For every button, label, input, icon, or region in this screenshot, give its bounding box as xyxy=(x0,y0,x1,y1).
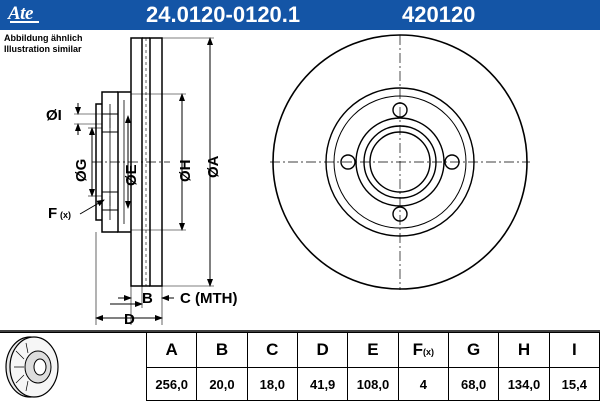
label-H: ØH xyxy=(177,160,194,183)
spec-value-E: 108,0 xyxy=(347,367,399,401)
bolt-hole-left xyxy=(340,154,356,170)
illustration-note-en: Illustration similar xyxy=(4,44,82,54)
center-bore-inner xyxy=(369,131,431,193)
disc-front-view xyxy=(272,34,528,290)
brand-logo: Ate xyxy=(8,3,39,24)
hub-circle xyxy=(355,117,445,207)
spec-value-B: 20,0 xyxy=(196,367,248,401)
label-A: ØA xyxy=(205,155,222,178)
spec-value-A: 256,0 xyxy=(145,367,198,401)
spec-header-row: A B C D E F(x) G H I xyxy=(145,332,600,368)
label-F-suffix: (x) xyxy=(60,210,71,220)
spec-header-H: H xyxy=(498,332,550,368)
disc-thumbnail xyxy=(0,332,146,400)
label-B: B xyxy=(142,290,153,307)
spec-header-I: I xyxy=(548,332,600,368)
spec-header-F-suffix: (x) xyxy=(423,347,434,357)
spec-value-C: 18,0 xyxy=(246,367,298,401)
label-G: ØG xyxy=(73,159,90,182)
spec-header-E: E xyxy=(347,332,399,368)
bolt-hole-bottom xyxy=(392,206,408,222)
label-D: D xyxy=(124,311,135,328)
technical-drawing: ØI ØG ØE ØH ØA F (x) B C (MTH) D xyxy=(0,34,600,332)
center-bore-outer xyxy=(363,125,437,199)
spec-value-F: 4 xyxy=(397,367,449,401)
spec-value-row: 256,0 20,0 18,0 41,9 108,0 4 68,0 134,0 … xyxy=(145,367,600,401)
label-C: C (MTH) xyxy=(180,290,237,307)
spec-table: A B C D E F(x) G H I 256,0 20,0 18,0 41,… xyxy=(145,332,600,401)
label-I: ØI xyxy=(46,107,62,124)
friction-inner-circle xyxy=(325,87,475,237)
spec-header-B: B xyxy=(196,332,248,368)
spec-value-H: 134,0 xyxy=(498,367,550,401)
header-bar: Ate 24.0120-0120.1 420120 xyxy=(0,0,600,30)
spec-header-A: A xyxy=(145,332,198,368)
label-E: ØE xyxy=(123,164,140,186)
spec-header-F-cell: F(x) xyxy=(397,332,449,368)
article-number: 24.0120-0120.1 xyxy=(146,2,301,27)
bolt-hole-top xyxy=(392,102,408,118)
bolt-hole-right xyxy=(444,154,460,170)
spec-header-D: D xyxy=(296,332,349,368)
illustration-note-de: Abbildung ähnlich xyxy=(4,33,83,43)
spec-header-G: G xyxy=(447,332,500,368)
spec-value-D: 41,9 xyxy=(296,367,349,401)
spec-header-C: C xyxy=(246,332,298,368)
outer-disc-circle xyxy=(272,34,528,290)
spec-value-G: 68,0 xyxy=(447,367,500,401)
label-F: F xyxy=(48,205,57,222)
short-article-number: 420120 xyxy=(402,2,476,27)
spec-value-I: 15,4 xyxy=(548,367,600,401)
spec-header-F: F xyxy=(412,340,423,359)
